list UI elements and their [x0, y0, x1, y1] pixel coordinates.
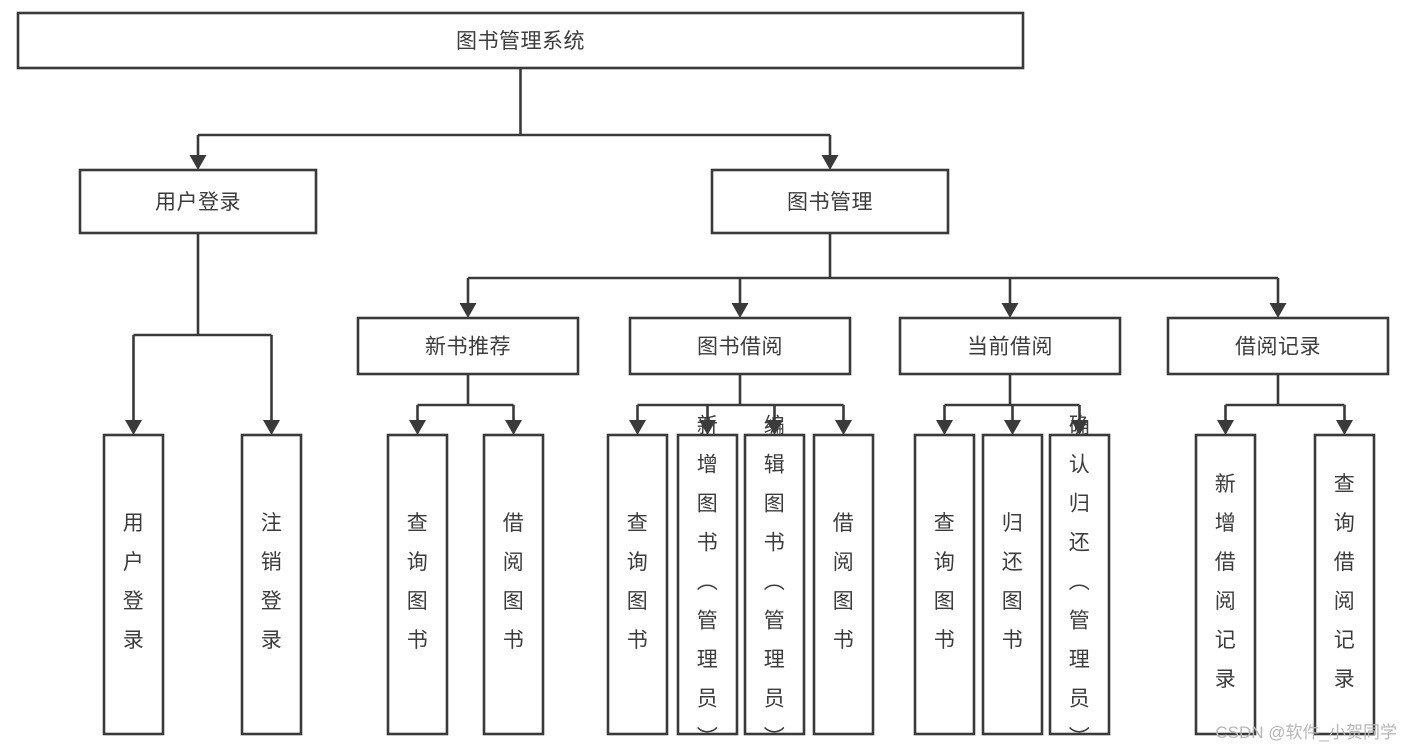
bookmanage-to-new-book-recommend-arrowhead	[459, 303, 477, 318]
node-box-leaf-add-record	[1194, 433, 1257, 736]
node-label-new-book-recommend: 新书推荐	[425, 336, 511, 359]
node-box-leaf-query-book-2	[606, 433, 669, 736]
node-book-manage[interactable]: 图书管理	[710, 168, 950, 235]
root-to-user-login-arrowhead	[189, 155, 207, 170]
bookmanage-to-borrow-record-arrowhead	[1269, 303, 1287, 318]
borrow-record-to-leaf-query-record-arrowhead	[1336, 420, 1353, 435]
node-box-leaf-query-book-3	[913, 433, 976, 736]
new-book-recommend-to-leaf-query-book-1-arrowhead	[409, 420, 426, 435]
borrow-record-to-leaf-add-record-arrowhead	[1217, 420, 1234, 435]
node-leaf-query-book-2[interactable]: 查询图书	[606, 433, 669, 736]
node-label-leaf-query-book-1: 查询图书	[407, 512, 429, 652]
node-box-leaf-borrow-book-1	[482, 433, 545, 736]
node-box-user-login	[78, 168, 318, 235]
node-current-borrow[interactable]: 当前借阅	[898, 316, 1122, 376]
node-leaf-add-book[interactable]: 新增图书︵管理员︶	[676, 415, 739, 747]
node-label-book-borrow: 图书借阅	[697, 336, 783, 359]
node-label-borrow-record: 借阅记录	[1235, 336, 1321, 359]
node-leaf-borrow-book-1[interactable]: 借阅图书	[482, 433, 545, 736]
node-label-leaf-query-book-2: 查询图书	[627, 512, 649, 652]
node-label-leaf-borrow-book-2: 借阅图书	[833, 512, 855, 652]
node-user-login[interactable]: 用户登录	[78, 168, 318, 235]
node-label-leaf-confirm-return: 确认归还︵管理员︶	[1069, 415, 1091, 747]
node-leaf-add-record[interactable]: 新增借阅记录	[1194, 433, 1257, 736]
node-label-leaf-add-book: 新增图书︵管理员︶	[697, 415, 719, 747]
node-label-leaf-query-book-3: 查询图书	[934, 512, 956, 652]
current-borrow-to-leaf-confirm-return-arrowhead	[1071, 420, 1088, 435]
node-leaf-borrow-book-2[interactable]: 借阅图书	[812, 433, 875, 736]
node-box-book-borrow	[628, 316, 852, 376]
csdn-watermark: CSDN @软件_小贺同学	[1215, 723, 1397, 742]
node-label-current-borrow: 当前借阅	[967, 336, 1053, 359]
node-box-leaf-logout	[240, 433, 303, 736]
node-label-leaf-edit-book: 编辑图书︵管理员︶	[764, 415, 786, 747]
boxes-layer: 图书管理系统用户登录图书管理新书推荐图书借阅当前借阅借阅记录用户登录注销登录查询…	[16, 11, 1390, 747]
bookmanage-to-current-borrow-arrowhead	[1001, 303, 1019, 318]
node-box-leaf-borrow-book-2	[812, 433, 875, 736]
node-box-leaf-user-login	[102, 433, 165, 736]
node-leaf-edit-book[interactable]: 编辑图书︵管理员︶	[743, 415, 806, 747]
book-borrow-to-leaf-query-book-2-arrowhead	[629, 420, 646, 435]
connectors-layer	[125, 68, 1353, 435]
node-box-root	[16, 11, 1025, 70]
node-leaf-query-book-1[interactable]: 查询图书	[386, 433, 449, 736]
node-leaf-return-book[interactable]: 归还图书	[981, 433, 1044, 736]
node-root[interactable]: 图书管理系统	[16, 11, 1025, 70]
node-box-current-borrow	[898, 316, 1122, 376]
current-borrow-to-leaf-query-book-3-arrowhead	[936, 420, 953, 435]
node-label-root: 图书管理系统	[456, 30, 585, 53]
node-label-user-login: 用户登录	[155, 191, 241, 214]
node-leaf-query-book-3[interactable]: 查询图书	[913, 433, 976, 736]
node-label-leaf-logout: 注销登录	[261, 512, 283, 652]
node-label-book-manage: 图书管理	[787, 191, 873, 214]
book-borrow-to-leaf-edit-book-arrowhead	[766, 420, 783, 435]
node-box-book-manage	[710, 168, 950, 235]
user-login-to-leaf-user-login-arrowhead	[125, 420, 142, 435]
node-box-leaf-return-book	[981, 433, 1044, 736]
new-book-recommend-to-leaf-borrow-book-1-arrowhead	[505, 420, 522, 435]
node-label-leaf-query-record: 查询借阅记录	[1334, 473, 1356, 691]
node-box-leaf-confirm-return	[1048, 433, 1111, 736]
node-box-leaf-query-book-1	[386, 433, 449, 736]
node-new-book-recommend[interactable]: 新书推荐	[356, 316, 580, 376]
current-borrow-to-leaf-return-book-arrowhead	[1004, 420, 1021, 435]
book-borrow-to-leaf-borrow-book-2-arrowhead	[835, 420, 852, 435]
node-box-new-book-recommend	[356, 316, 580, 376]
node-leaf-logout[interactable]: 注销登录	[240, 433, 303, 736]
node-label-leaf-add-record: 新增借阅记录	[1215, 473, 1237, 691]
node-leaf-confirm-return[interactable]: 确认归还︵管理员︶	[1048, 415, 1111, 747]
node-leaf-user-login[interactable]: 用户登录	[102, 433, 165, 736]
node-borrow-record[interactable]: 借阅记录	[1166, 316, 1390, 376]
node-box-borrow-record	[1166, 316, 1390, 376]
node-box-leaf-edit-book	[743, 433, 806, 736]
node-box-leaf-add-book	[676, 433, 739, 736]
bookmanage-to-book-borrow-arrowhead	[731, 303, 749, 318]
node-label-leaf-user-login: 用户登录	[123, 512, 145, 652]
book-borrow-to-leaf-add-book-arrowhead	[699, 420, 716, 435]
node-leaf-query-record[interactable]: 查询借阅记录	[1313, 433, 1376, 736]
node-label-leaf-return-book: 归还图书	[1002, 512, 1024, 652]
user-login-to-leaf-logout-arrowhead	[263, 420, 280, 435]
root-to-book-manage-arrowhead	[821, 155, 839, 170]
node-label-leaf-borrow-book-1: 借阅图书	[503, 512, 525, 652]
node-book-borrow[interactable]: 图书借阅	[628, 316, 852, 376]
node-box-leaf-query-record	[1313, 433, 1376, 736]
